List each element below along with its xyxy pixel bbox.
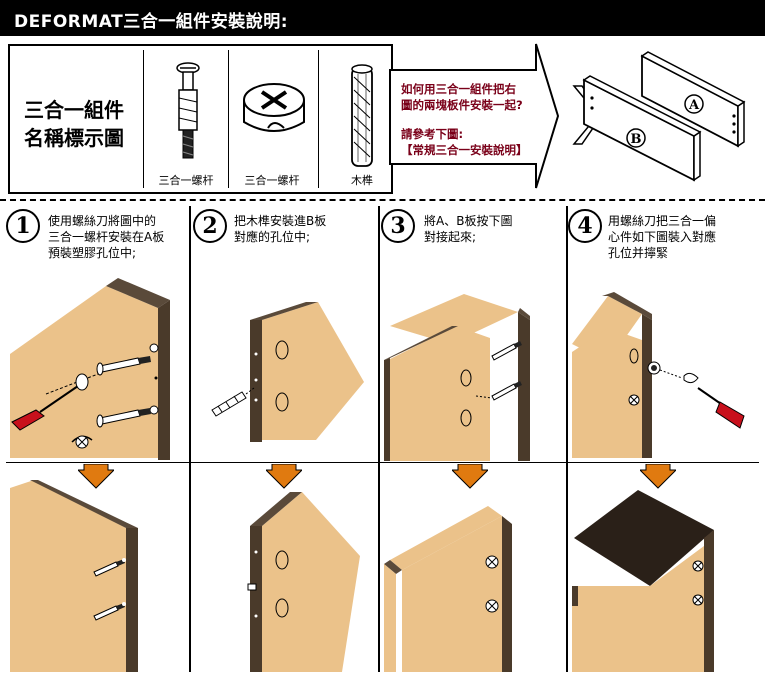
step-2-illustration xyxy=(211,302,364,442)
step-1-text: 使用螺絲刀將圖中的 三合一螺杆安裝在A板 預裝塑膠孔位中; xyxy=(48,213,188,261)
parts-heading: 三合一組件 名稱標示圖 xyxy=(14,96,134,152)
part-label-dowel: 木榫 xyxy=(351,174,373,187)
step-2-text: 把木榫安裝進B板 對應的孔位中; xyxy=(234,213,374,245)
board-a-label: A xyxy=(688,98,700,113)
column-divider xyxy=(566,206,568,672)
part-label-cam: 三合一螺杆 xyxy=(244,174,300,187)
step-2-line1: 把木榫安裝進B板 xyxy=(234,214,327,228)
parts-heading-line1: 三合一組件 xyxy=(24,98,124,122)
reference-text: 請參考下圖: 【常規三合一安裝說明】 xyxy=(401,126,561,158)
parts-legend-box xyxy=(8,44,393,194)
question-line2: 圖的兩塊板件安裝一起? xyxy=(401,98,523,112)
divider xyxy=(318,50,319,188)
step-3-line1: 將A、B板按下圖 xyxy=(424,214,513,228)
down-arrow-icon xyxy=(640,464,676,489)
step-2-line2: 對應的孔位中; xyxy=(234,230,311,244)
question-arrow xyxy=(386,40,561,192)
divider xyxy=(228,50,229,188)
step-3-text: 將A、B板按下圖 對接起來; xyxy=(424,213,564,245)
step-4-illustration xyxy=(572,292,745,458)
question-text: 如何用三合一組件把右 圖的兩塊板件安裝一起? xyxy=(401,81,551,113)
screw-bolt-icon xyxy=(176,62,200,159)
board-b-label: B xyxy=(631,132,642,147)
row-divider xyxy=(6,462,759,463)
reference-line2: 【常規三合一安裝說明】 xyxy=(401,143,528,157)
divider xyxy=(143,50,144,188)
page-title: DEFORMAT三合一組件安裝說明: xyxy=(14,12,289,32)
step-1-result-illustration xyxy=(10,480,138,672)
step-4-result-illustration xyxy=(572,490,714,672)
title-bar: DEFORMAT三合一組件安裝說明: xyxy=(0,0,765,36)
step-4-text: 用螺絲刀把三合一偏 心件如下圖裝入對應 孔位并擰緊 xyxy=(608,213,748,261)
step-1-line3: 預裝塑膠孔位中; xyxy=(48,246,137,260)
reference-line1: 請參考下圖: xyxy=(401,127,464,141)
step-4-number: 4 xyxy=(568,209,602,243)
part-label-screw: 三合一螺杆 xyxy=(158,174,214,187)
wood-dowel-icon xyxy=(351,64,373,167)
step-3-line2: 對接起來; xyxy=(424,230,477,244)
step-1-number: 1 xyxy=(6,209,40,243)
step-3-result-illustration xyxy=(384,506,512,672)
step-4-line2: 心件如下圖裝入對應 xyxy=(608,230,717,244)
step-4-line3: 孔位并擰緊 xyxy=(608,246,669,260)
step-1-line2: 三合一螺杆安裝在A板 xyxy=(48,230,165,244)
step-4-line1: 用螺絲刀把三合一偏 xyxy=(608,214,717,228)
cam-lock-icon xyxy=(243,83,305,132)
parts-heading-line2: 名稱標示圖 xyxy=(24,126,124,150)
question-line1: 如何用三合一組件把右 xyxy=(401,82,516,96)
down-arrow-icon xyxy=(266,464,302,489)
boards-ab-illustration: A B xyxy=(582,51,746,182)
down-arrow-icon xyxy=(452,464,488,489)
step-3-number: 3 xyxy=(381,209,415,243)
down-arrow-icon xyxy=(78,464,114,489)
step-2-number: 2 xyxy=(193,209,227,243)
column-divider xyxy=(378,206,380,672)
step-3-illustration xyxy=(384,294,530,461)
step-2-result-illustration xyxy=(247,492,360,672)
step-1-line1: 使用螺絲刀將圖中的 xyxy=(48,214,157,228)
step-1-illustration xyxy=(10,278,170,460)
section-divider xyxy=(0,199,765,201)
column-divider xyxy=(189,206,191,672)
